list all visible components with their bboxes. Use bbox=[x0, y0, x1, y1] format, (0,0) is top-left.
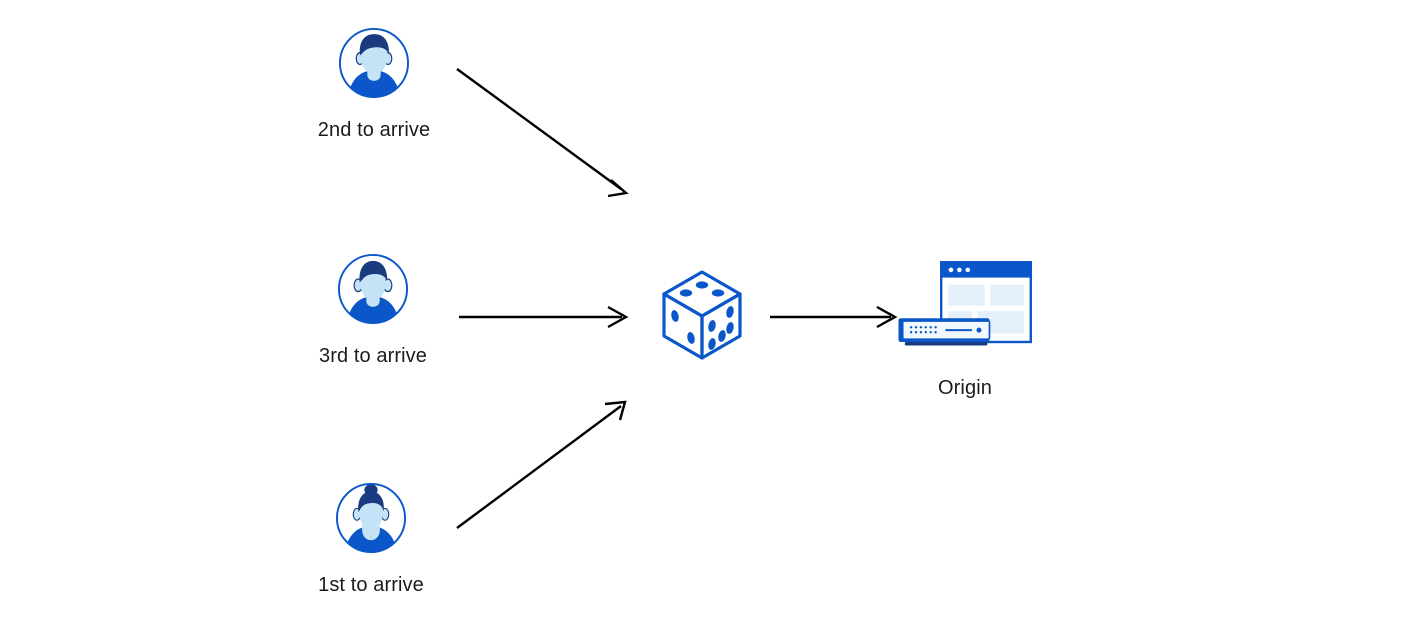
visitor-top-label: 2nd to arrive bbox=[317, 119, 431, 141]
edge-visitor-top-to-dice bbox=[456, 68, 629, 198]
user-avatar-short-hair-icon bbox=[338, 27, 410, 99]
node-visitor-middle[interactable]: 3rd to arrive bbox=[293, 252, 453, 369]
node-visitor-top[interactable]: 2nd to arrive bbox=[294, 26, 454, 143]
node-origin[interactable]: Origin bbox=[865, 258, 1065, 401]
origin-server-browser-icon bbox=[898, 261, 1032, 346]
origin-label: Origin bbox=[938, 377, 992, 399]
user-avatar-bun-hair-icon bbox=[335, 482, 407, 554]
node-visitor-bottom[interactable]: 1st to arrive bbox=[291, 481, 451, 598]
edge-visitor-bottom-to-dice bbox=[456, 400, 627, 529]
edge-visitor-middle-to-dice bbox=[459, 305, 629, 329]
visitor-middle-label: 3rd to arrive bbox=[318, 345, 427, 367]
node-randomizer[interactable] bbox=[652, 264, 752, 364]
server-device-icon bbox=[898, 318, 991, 346]
dice-cube-icon bbox=[662, 270, 742, 360]
visitor-bottom-label: 1st to arrive bbox=[318, 574, 424, 596]
user-avatar-short-hair-icon bbox=[337, 253, 409, 325]
